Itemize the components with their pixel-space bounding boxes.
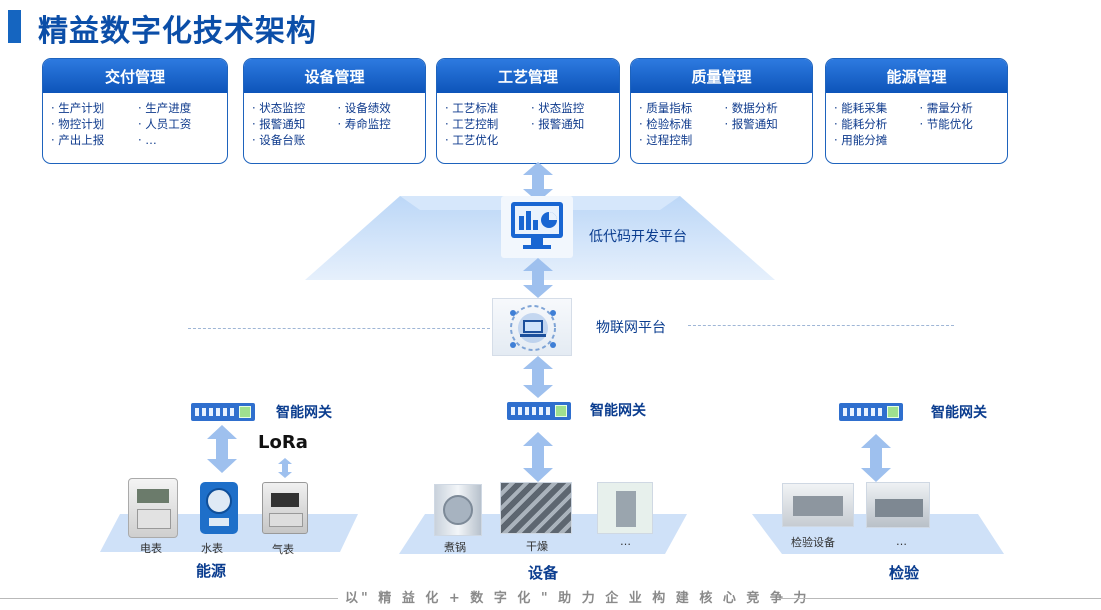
- gas-meter-icon: [262, 482, 308, 534]
- divider-line: [688, 325, 954, 326]
- device-label-water-meter: 水表: [201, 542, 223, 555]
- module-title: 设备管理: [244, 59, 425, 93]
- small-arrow-icon: [278, 458, 292, 478]
- device-label-more: …: [620, 535, 631, 548]
- gateway-device-icon: [839, 403, 903, 421]
- module-items: · 能耗采集 · 需量分析 · 能耗分析 · 节能优化 · 用能分摊: [834, 101, 1001, 148]
- gateway-label: 智能网关: [276, 405, 332, 421]
- module-card-energy: 能源管理 · 能耗采集 · 需量分析 · 能耗分析 · 节能优化 · 用能分摊: [825, 58, 1008, 164]
- module-item: · 过程控制: [639, 133, 693, 147]
- module-item: · …: [138, 133, 157, 147]
- module-item: · 报警通知: [724, 117, 778, 131]
- module-item: · 工艺标准: [445, 101, 499, 115]
- lowcode-platform-label: 低代码开发平台: [589, 229, 687, 245]
- module-item: · 设备绩效: [337, 101, 391, 115]
- device-label-electric-meter: 电表: [140, 542, 162, 555]
- module-item: · 能耗采集: [834, 101, 888, 115]
- device-label-more: …: [896, 535, 907, 548]
- lowcode-monitor-icon: [501, 196, 573, 258]
- module-item: · 人员工资: [138, 117, 192, 131]
- cooking-pot-image: [434, 484, 482, 536]
- page-title: 精益数字化技术架构: [38, 14, 317, 49]
- module-item: · 数据分析: [724, 101, 778, 115]
- module-item: · 能耗分析: [834, 117, 888, 131]
- lab-equipment-image: [866, 482, 930, 528]
- module-items: · 质量指标 · 数据分析 · 检验标准 · 报警通知 · 过程控制: [639, 101, 806, 148]
- double-arrow-icon: [523, 162, 553, 202]
- module-card-equipment: 设备管理 · 状态监控 · 设备绩效 · 报警通知 · 寿命监控 · 设备台账: [243, 58, 426, 164]
- module-items: · 生产计划 · 生产进度 · 物控计划 · 人员工资 · 产出上报 · …: [51, 101, 221, 148]
- gateway-device-icon: [191, 403, 255, 421]
- module-item: · 节能优化: [919, 117, 973, 131]
- gateway-label: 智能网关: [931, 405, 987, 421]
- double-arrow-icon: [523, 356, 553, 398]
- divider-line: [188, 328, 490, 329]
- module-item: · 状态监控: [252, 101, 306, 115]
- module-item: · 生产进度: [138, 101, 192, 115]
- group-label-equipment: 设备: [528, 564, 559, 582]
- title-accent-bar: [8, 10, 21, 43]
- module-item: · 产出上报: [51, 133, 105, 147]
- module-title: 能源管理: [826, 59, 1007, 93]
- footer-line: [0, 598, 338, 599]
- module-card-process: 工艺管理 · 工艺标准 · 状态监控 · 工艺控制 · 报警通知 · 工艺优化: [436, 58, 620, 164]
- module-item: · 需量分析: [919, 101, 973, 115]
- device-label-gas-meter: 气表: [272, 543, 294, 556]
- gateway-label: 智能网关: [590, 403, 646, 419]
- iot-platform-icon: [492, 298, 572, 356]
- dryer-image: [500, 482, 572, 534]
- module-card-delivery: 交付管理 · 生产计划 · 生产进度 · 物控计划 · 人员工资 · 产出上报 …: [42, 58, 228, 164]
- electric-meter-icon: [128, 478, 178, 538]
- gateway-device-icon: [507, 402, 571, 420]
- module-item: · 寿命监控: [337, 117, 391, 131]
- module-card-quality: 质量管理 · 质量指标 · 数据分析 · 检验标准 · 报警通知 · 过程控制: [630, 58, 813, 164]
- inspection-device-image: [782, 483, 854, 527]
- module-item: · 工艺控制: [445, 117, 499, 131]
- water-meter-icon: [200, 482, 238, 534]
- module-title: 质量管理: [631, 59, 812, 93]
- module-items: · 工艺标准 · 状态监控 · 工艺控制 · 报警通知 · 工艺优化: [445, 101, 613, 148]
- module-item: · 用能分摊: [834, 133, 888, 147]
- lora-logo: LoRa: [258, 432, 308, 453]
- module-item: · 报警通知: [252, 117, 306, 131]
- footer-slogan: 以" 精 益 化 + 数 字 化 " 助 力 企 业 构 建 核 心 竞 争 力: [345, 591, 810, 606]
- double-arrow-icon: [861, 434, 891, 482]
- footer-line: [780, 598, 1101, 599]
- module-item: · 设备台账: [252, 133, 306, 147]
- module-items: · 状态监控 · 设备绩效 · 报警通知 · 寿命监控 · 设备台账: [252, 101, 419, 148]
- device-label-inspection: 检验设备: [791, 536, 835, 549]
- double-arrow-icon: [523, 258, 553, 298]
- group-label-inspection: 检验: [889, 564, 920, 582]
- iot-platform-label: 物联网平台: [596, 320, 666, 336]
- module-item: · 质量指标: [639, 101, 693, 115]
- device-label-dryer: 干燥: [526, 540, 548, 553]
- module-item: · 物控计划: [51, 117, 105, 131]
- module-item: · 状态监控: [531, 101, 585, 115]
- module-item: · 报警通知: [531, 117, 585, 131]
- double-arrow-icon: [207, 425, 237, 473]
- module-item: · 工艺优化: [445, 133, 499, 147]
- packing-machine-image: [597, 482, 653, 534]
- module-item: · 检验标准: [639, 117, 693, 131]
- module-title: 交付管理: [43, 59, 227, 93]
- double-arrow-icon: [523, 432, 553, 482]
- device-label-cooking-pot: 煮锅: [444, 541, 466, 554]
- module-title: 工艺管理: [437, 59, 619, 93]
- module-item: · 生产计划: [51, 101, 105, 115]
- group-label-energy: 能源: [196, 562, 227, 580]
